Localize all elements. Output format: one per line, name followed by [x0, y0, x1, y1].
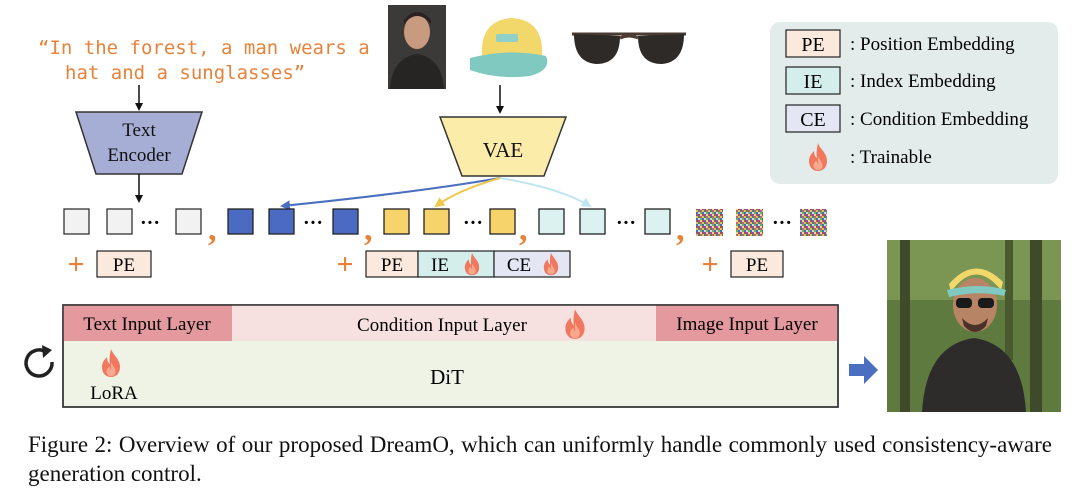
image-input-layer — [656, 305, 838, 341]
figure-caption: Figure 2: Overview of our proposed Dream… — [28, 432, 1052, 486]
pe-box-image — [730, 250, 784, 278]
output-arrow-icon — [849, 356, 878, 384]
legend-ie-swatch — [785, 66, 841, 95]
noise-token — [736, 209, 763, 236]
dit-block-border — [62, 304, 839, 408]
token-separator-comma: , — [208, 211, 217, 248]
condition-token-blue — [268, 208, 295, 235]
condition-input-layer — [232, 305, 656, 341]
text-input-layer-label: Text Input Layer — [83, 314, 211, 335]
vae-to-yellow-arrow — [434, 177, 501, 208]
condition-tokens-blue: ··· — [227, 208, 359, 235]
pe-label-image: PE — [746, 255, 768, 276]
condition-token-cyan — [644, 208, 671, 235]
noise-tokens-ellipsis: ··· — [772, 212, 792, 234]
yellow-tokens-ellipsis: ··· — [463, 212, 483, 234]
condition-token-yellow — [383, 208, 410, 235]
prompt-line-1: “In the forest, a man wears a — [38, 37, 370, 59]
condition-token-cyan — [538, 208, 565, 235]
legend-ce-desc: : Condition Embedding — [850, 109, 1029, 130]
pe-box-text — [96, 250, 152, 278]
reference-sunglasses-image — [572, 32, 686, 64]
vae-block — [438, 116, 568, 177]
condition-tokens-cyan: ··· — [538, 208, 671, 235]
text-token — [63, 208, 90, 235]
noise-tokens: ··· — [696, 209, 827, 236]
prompt-line-2: hat and a sunglasses” — [65, 62, 305, 84]
token-separator-comma: , — [676, 211, 685, 248]
legend-pe-swatch — [785, 29, 841, 58]
loop-icon — [24, 345, 54, 378]
cyan-tokens-ellipsis: ··· — [616, 212, 636, 234]
legend-pe-abbr: PE — [801, 34, 824, 56]
condition-token-yellow — [489, 208, 516, 235]
text-token — [175, 208, 202, 235]
dit-label: DiT — [430, 365, 464, 389]
legend-ce-swatch — [785, 104, 841, 133]
condition-tokens-yellow: ··· — [383, 208, 516, 235]
plus-sign-image: + — [701, 248, 718, 281]
condition-token-yellow — [423, 208, 450, 235]
vae-to-cyan-arrow — [499, 177, 592, 208]
reference-hat-image — [470, 18, 548, 78]
ce-box — [493, 250, 571, 278]
text-tokens-ellipsis: ··· — [140, 212, 160, 234]
legend-trainable-desc: : Trainable — [850, 147, 932, 168]
condition-token-blue — [332, 208, 359, 235]
ie-label: IE — [431, 255, 449, 276]
noise-token — [696, 209, 723, 236]
plus-sign-text: + — [67, 248, 84, 281]
condition-token-blue — [227, 208, 254, 235]
legend-ie-desc: : Index Embedding — [850, 71, 996, 92]
reference-person-image — [388, 5, 446, 89]
vae-to-blue-arrow — [280, 177, 501, 211]
text-input-layer — [63, 305, 232, 341]
vae-label: VAE — [483, 138, 523, 162]
output-image — [887, 240, 1061, 412]
legend-panel — [770, 22, 1058, 184]
plus-sign-condition: + — [336, 248, 353, 281]
text-token — [106, 208, 133, 235]
ce-label: CE — [507, 255, 531, 276]
blue-tokens-ellipsis: ··· — [303, 212, 323, 234]
pe-label-text: PE — [113, 255, 135, 276]
text-encoder-block — [74, 111, 204, 175]
text-encoder-label-2: Encoder — [107, 145, 171, 166]
legend-ce-abbr: CE — [800, 109, 826, 131]
image-input-layer-label: Image Input Layer — [676, 314, 818, 335]
condition-input-layer-label: Condition Input Layer — [357, 315, 528, 336]
ie-box — [417, 250, 495, 278]
token-separator-comma: , — [519, 211, 528, 248]
noise-token — [800, 209, 827, 236]
lora-label: LoRA — [90, 383, 138, 404]
text-encoder-label-1: Text — [122, 120, 156, 141]
legend-pe-desc: : Position Embedding — [850, 34, 1015, 55]
legend-ie-abbr: IE — [804, 71, 823, 93]
pe-label-condition: PE — [381, 255, 403, 276]
text-tokens: ··· — [63, 208, 202, 235]
condition-token-cyan — [579, 208, 606, 235]
token-separator-comma: , — [364, 211, 373, 248]
pe-box-condition — [365, 250, 419, 278]
